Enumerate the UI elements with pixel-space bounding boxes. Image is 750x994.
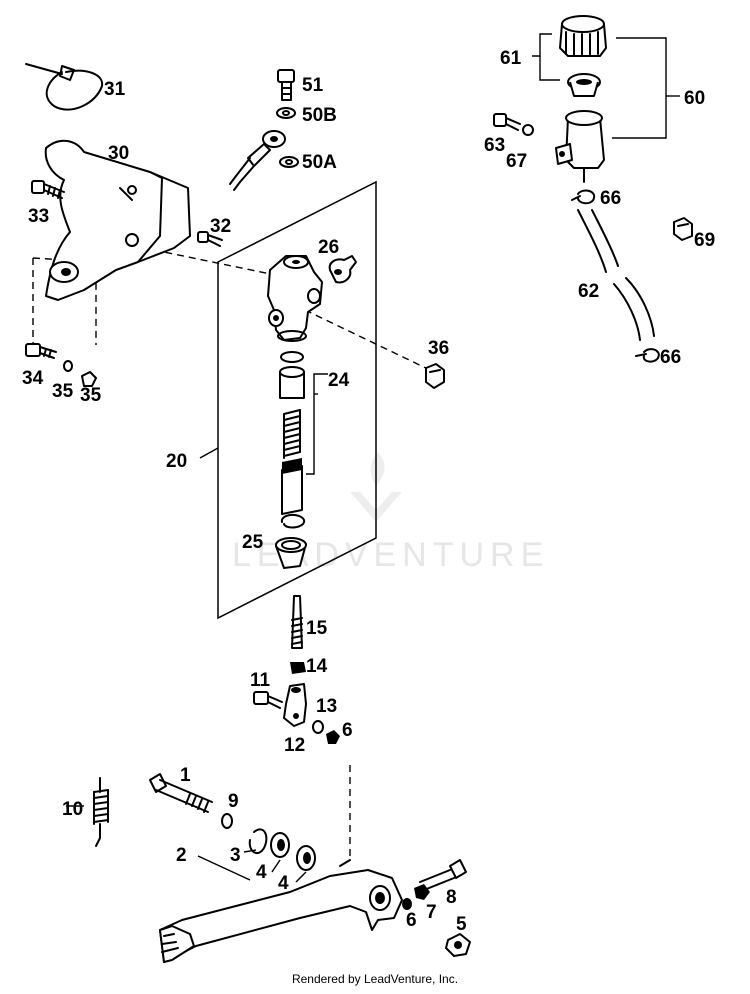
bolt-33 [31,180,65,199]
callout-50a: 50A [302,152,337,173]
washer-50b [276,107,296,119]
pushrod-15 [291,595,303,649]
callout-36: 36 [428,338,449,359]
callout-8: 8 [446,887,457,908]
dust-boot-25 [275,537,307,569]
bolt-8 [419,859,467,891]
callout-2: 2 [176,845,187,866]
callout-15: 15 [306,618,328,639]
callout-1: 1 [180,765,191,786]
washer-35 [63,360,73,372]
callout-25: 25 [242,532,264,553]
elbow-fitting-26 [328,255,357,284]
washer-6-lower [402,898,412,910]
nut-6-upper [326,730,340,744]
leader-lines [66,33,680,883]
callout-32: 32 [210,216,231,237]
callout-67: 67 [506,151,527,172]
callout-30: 30 [108,143,129,164]
callout-labels: 31 30 33 32 34 35 35 51 50B 50A 26 36 24… [22,48,715,935]
callout-20: 20 [166,451,187,472]
callout-12: 12 [284,735,305,756]
bearing-4-right [296,845,316,871]
callout-3: 3 [230,845,241,866]
callout-5: 5 [456,914,467,935]
circlip-24 [280,514,306,529]
callout-66-lower: 66 [660,347,681,368]
footer-credit: Rendered by LeadVenture, Inc. [291,972,459,986]
banjo-bolt-51 [277,69,295,101]
callout-69: 69 [694,230,715,251]
piston-24 [281,458,303,515]
bolt-34 [25,343,57,359]
washer-9 [221,813,233,829]
callout-31: 31 [104,79,126,100]
nut-35 [81,371,97,387]
reservoir-body-60 [555,110,605,183]
callout-13: 13 [316,696,337,717]
callout-26: 26 [318,237,339,258]
callout-35-washer: 35 [52,381,74,402]
callout-63: 63 [484,135,505,156]
o-ring-24 [280,351,304,363]
callout-7: 7 [426,902,437,923]
hose-clamp-66-lower [635,348,660,363]
bolt-11 [253,691,283,709]
callout-33: 33 [28,206,49,227]
callout-10: 10 [62,799,83,820]
hose-clamp-66-upper [571,189,596,205]
callout-60: 60 [684,88,705,109]
pivot-bolt-1 [149,773,213,813]
washer-13 [312,720,324,734]
callout-61: 61 [500,48,522,69]
callout-6-lower: 6 [406,910,417,931]
heel-guard-30 [44,139,191,301]
callout-24: 24 [328,370,350,391]
callout-62: 62 [578,281,599,302]
bolt-32 [197,231,223,247]
piston-sleeve-24 [279,366,305,399]
callout-14: 14 [306,656,328,677]
washer-50a [279,156,299,168]
spring-24 [283,409,301,459]
callout-51: 51 [302,75,324,96]
reservoir-diaphragm-61 [567,73,601,97]
master-cylinder-body [267,255,323,342]
bearing-4-left [270,832,290,858]
callout-35-nut: 35 [80,385,102,406]
reservoir-cap-61 [559,15,607,57]
grommet-69 [673,217,693,241]
clevis-12 [283,683,307,727]
circlip-3 [248,828,268,855]
washer-67 [522,124,534,136]
master-cylinder-assembly-plate [217,180,377,620]
callout-6-upper: 6 [342,720,353,741]
nut-7 [414,884,430,900]
callout-34: 34 [22,368,44,389]
hose-62 [577,209,655,341]
callout-11: 11 [250,670,271,691]
callout-66-upper: 66 [600,188,621,209]
callout-4-right: 4 [278,873,289,894]
nut-14 [290,662,306,674]
callout-50b: 50B [302,105,337,126]
callout-9: 9 [228,791,239,812]
cable-tie-31 [25,63,104,111]
nut-5 [445,933,471,957]
nut-36 [425,363,445,389]
return-spring-10 [93,777,109,847]
bolt-63 [493,113,521,131]
banjo-hose-fitting [229,130,286,191]
callout-4-left: 4 [256,862,267,883]
brake-pedal-2 [159,859,403,963]
